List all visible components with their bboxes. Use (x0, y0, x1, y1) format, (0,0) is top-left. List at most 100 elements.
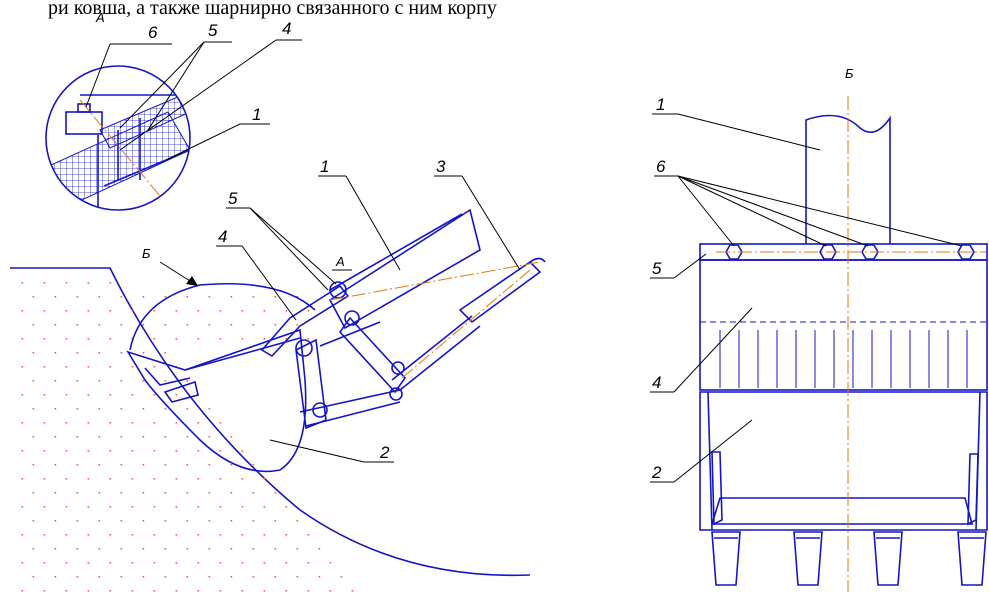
soil-dot (274, 296, 277, 298)
soil-dot (153, 590, 156, 592)
soil-dot (175, 478, 178, 480)
teeth (711, 531, 987, 586)
soil-dot (65, 394, 68, 396)
soil-dot (186, 464, 189, 466)
soil-dot (43, 534, 46, 536)
soil-dot (21, 590, 24, 592)
soil-dot (43, 590, 46, 592)
soil-dot (197, 506, 200, 508)
soil-dot (76, 296, 79, 298)
detail-callout-5: 5 (208, 21, 218, 40)
side-view-b: Б (650, 66, 988, 592)
soil-dot (164, 408, 167, 410)
soil-dot (76, 548, 79, 550)
soil-dot (285, 506, 288, 508)
soil-dot (208, 408, 211, 410)
soil-dot (87, 310, 90, 312)
soil-dot (65, 534, 68, 536)
soil-dot (32, 380, 35, 382)
soil-dot (98, 436, 101, 438)
soil-dots (21, 282, 354, 592)
detail-a: А 6 5 4 1 (45, 10, 302, 211)
soil-dot (98, 576, 101, 578)
soil-dot (109, 394, 112, 396)
header-text: ри ковша, а также шарнирно связанного с … (48, 0, 497, 19)
soil-dot (65, 478, 68, 480)
soil-dot (307, 562, 310, 564)
soil-dot (32, 576, 35, 578)
soil-dot (76, 436, 79, 438)
soil-dot (32, 464, 35, 466)
soil-dot (197, 534, 200, 536)
soil-dot (252, 576, 255, 578)
soil-dot (109, 338, 112, 340)
soil-dot (43, 366, 46, 368)
soil-dot (164, 296, 167, 298)
soil-dot (87, 590, 90, 592)
soil-dot (263, 590, 266, 592)
soil-dot (186, 548, 189, 550)
soil-dot (76, 492, 79, 494)
soil-dot (43, 562, 46, 564)
soil-dot (197, 562, 200, 564)
soil-dot (208, 576, 211, 578)
detail-a-label: А (95, 10, 105, 25)
soil-dot (296, 576, 299, 578)
soil-dot (219, 562, 222, 564)
soil-dot (21, 562, 24, 564)
soil-dot (65, 590, 68, 592)
soil-dot (230, 324, 233, 326)
soil-dot (87, 366, 90, 368)
soil-dot (109, 562, 112, 564)
soil-dot (21, 282, 24, 284)
soil-dot (76, 576, 79, 578)
main-callout-5: 5 (228, 189, 238, 208)
soil-dot (21, 534, 24, 536)
soil-dot (241, 562, 244, 564)
main-callout-4: 4 (218, 227, 227, 246)
detail-callout-1: 1 (252, 105, 261, 124)
soil-dot (164, 380, 167, 382)
soil-dot (32, 548, 35, 550)
soil-dot (153, 310, 156, 312)
soil-dot (296, 296, 299, 298)
soil-dot (219, 422, 222, 424)
soil-dot (109, 450, 112, 452)
main-callout-1: 1 (320, 157, 329, 176)
soil-dot (241, 450, 244, 452)
soil-dot (164, 548, 167, 550)
soil-dot (186, 324, 189, 326)
soil-dot (54, 576, 57, 578)
soil-dot (208, 520, 211, 522)
soil-dot (164, 324, 167, 326)
soil-dot (120, 548, 123, 550)
soil-dot (21, 366, 24, 368)
soil-dot (285, 562, 288, 564)
soil-dot (131, 562, 134, 564)
soil-dot (142, 324, 145, 326)
soil-dot (131, 310, 134, 312)
soil-dot (120, 352, 123, 354)
view-b-marker: Б (142, 246, 151, 261)
soil-dot (296, 520, 299, 522)
soil-dot (98, 408, 101, 410)
soil-dot (87, 450, 90, 452)
soil-dot (153, 338, 156, 340)
bucket-tooth (873, 531, 903, 586)
soil-dot (186, 408, 189, 410)
soil-dot (65, 422, 68, 424)
soil-dot (21, 478, 24, 480)
ribs (719, 330, 968, 388)
soil-dot (87, 422, 90, 424)
soil-dot (109, 478, 112, 480)
soil-dot (76, 520, 79, 522)
soil-dot (21, 338, 24, 340)
soil-dot (120, 492, 123, 494)
soil-dot (274, 324, 277, 326)
soil-dot (153, 506, 156, 508)
soil-dot (43, 282, 46, 284)
soil-dot (252, 324, 255, 326)
soil-dot (43, 394, 46, 396)
soil-dot (131, 478, 134, 480)
